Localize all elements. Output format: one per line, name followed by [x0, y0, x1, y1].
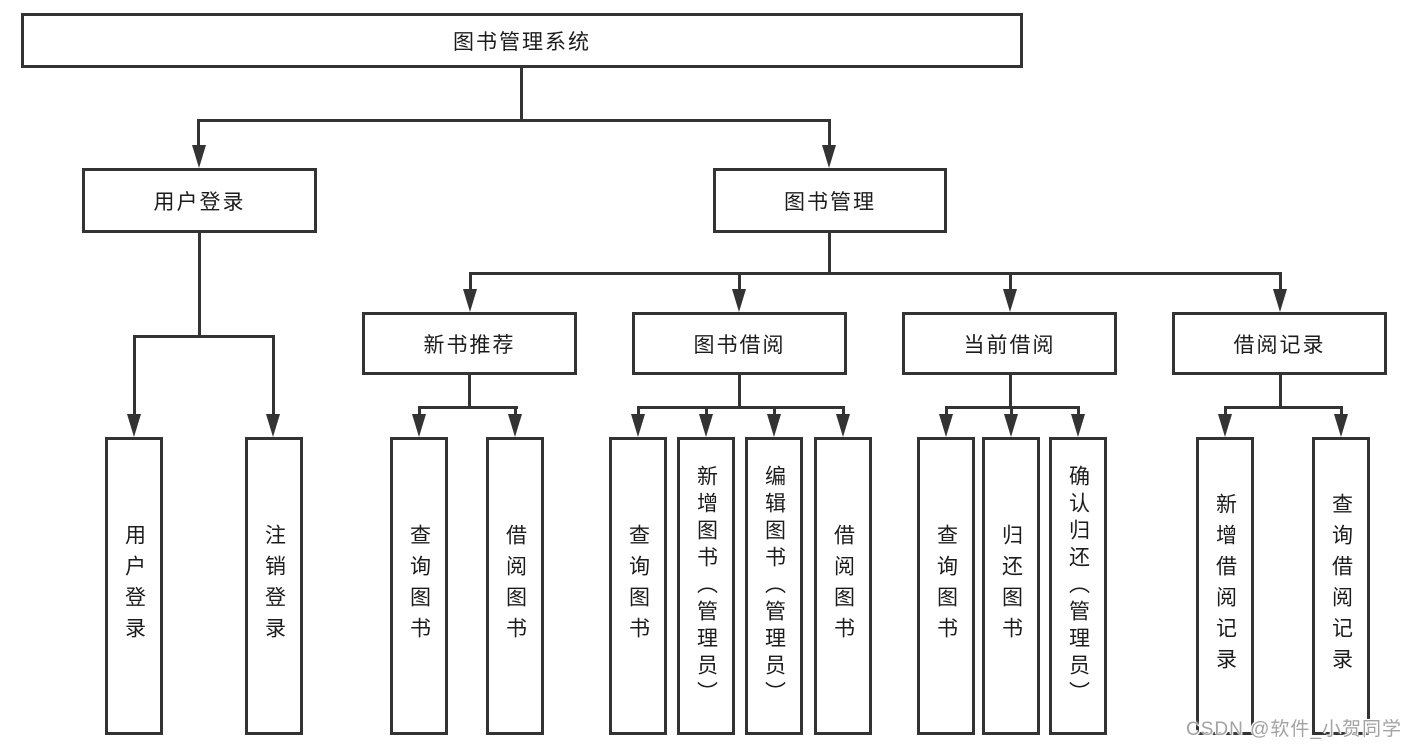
connector-line	[418, 406, 518, 409]
node-book-borrow: 图书借阅	[632, 312, 847, 375]
node-book-management: 图书管理	[713, 168, 947, 233]
connector-line	[1224, 406, 1342, 409]
arrow-down-icon	[412, 414, 426, 437]
node-user-login: 用户登录	[82, 168, 317, 233]
arrow-down-icon	[1273, 289, 1287, 312]
arrow-down-icon	[767, 414, 781, 437]
connector-line	[637, 406, 845, 409]
node-label: 查询图书	[407, 524, 431, 648]
arrow-down-icon	[266, 414, 280, 437]
node-label: 注销登录	[262, 524, 286, 648]
connector-line	[520, 68, 523, 120]
connector-line	[828, 233, 831, 274]
connector-line	[1224, 406, 1227, 416]
leaf-confirm-return-admin: 确认归还（管理员）	[1049, 437, 1107, 735]
node-label: 图书借阅	[693, 333, 786, 357]
connector-line	[418, 406, 421, 416]
leaf-query-books-3: 查询图书	[917, 437, 975, 735]
connector-line	[738, 375, 741, 408]
arrow-down-icon	[192, 145, 206, 168]
leaf-borrow-books-1: 借阅图书	[486, 437, 544, 735]
connector-line	[1010, 406, 1013, 416]
node-label: 用户登录	[122, 524, 146, 648]
leaf-query-books-1: 查询图书	[390, 437, 448, 735]
node-label: 归还图书	[999, 524, 1023, 648]
node-label: 确认归还（管理员）	[1066, 464, 1090, 708]
node-label: 借阅记录	[1233, 333, 1326, 357]
arrow-down-icon	[631, 414, 645, 437]
connector-line	[469, 272, 472, 291]
leaf-add-borrow-record: 新增借阅记录	[1196, 437, 1254, 735]
arrow-down-icon	[1334, 414, 1348, 437]
connector-line	[738, 272, 741, 291]
leaf-add-books-admin: 新增图书（管理员）	[677, 437, 735, 735]
arrow-down-icon	[508, 414, 522, 437]
leaf-logout: 注销登录	[245, 437, 303, 735]
node-label: 新书推荐	[423, 333, 516, 357]
node-label: 编辑图书（管理员）	[762, 464, 786, 708]
connector-line	[133, 335, 275, 338]
arrow-down-icon	[836, 414, 850, 437]
connector-line	[637, 406, 640, 416]
connector-line	[773, 406, 776, 416]
node-label: 查询借阅记录	[1329, 493, 1353, 679]
leaf-borrow-books-2: 借阅图书	[814, 437, 872, 735]
connector-line	[1009, 272, 1012, 291]
connector-line	[133, 335, 136, 416]
node-current-borrow: 当前借阅	[902, 312, 1117, 375]
connector-line	[468, 375, 471, 408]
arrow-down-icon	[1218, 414, 1232, 437]
connector-line	[705, 406, 708, 416]
node-label: 借阅图书	[503, 524, 527, 648]
node-label: 图书管理	[784, 190, 876, 214]
node-label: 查询图书	[934, 524, 958, 648]
connector-line	[828, 119, 831, 146]
arrow-down-icon	[699, 414, 713, 437]
arrow-down-icon	[127, 414, 141, 437]
csdn-watermark: CSDN @软件_小贺同学	[1186, 719, 1402, 740]
leaf-query-borrow-record: 查询借阅记录	[1312, 437, 1370, 735]
connector-line	[945, 406, 948, 416]
leaf-query-books-2: 查询图书	[609, 437, 667, 735]
connector-line	[842, 406, 845, 416]
connector-line	[514, 406, 517, 416]
arrow-down-icon	[1071, 414, 1085, 437]
arrow-down-icon	[732, 289, 746, 312]
arrow-down-icon	[822, 145, 836, 168]
connector-line	[198, 233, 201, 337]
connector-line	[1279, 272, 1282, 291]
arrow-down-icon	[939, 414, 953, 437]
connector-line	[1340, 406, 1343, 416]
node-borrow-records: 借阅记录	[1172, 312, 1387, 375]
arrow-down-icon	[463, 289, 477, 312]
node-label: 新增借阅记录	[1213, 493, 1237, 679]
connector-line	[469, 272, 1282, 275]
leaf-return-books: 归还图书	[982, 437, 1040, 735]
node-label: 用户登录	[153, 190, 246, 214]
node-label: 当前借阅	[963, 333, 1056, 357]
connector-line	[272, 335, 275, 416]
node-label: 图书管理系统	[453, 30, 591, 54]
connector-line	[197, 119, 200, 146]
node-label: 借阅图书	[831, 524, 855, 648]
arrow-down-icon	[1003, 289, 1017, 312]
node-label: 查询图书	[626, 524, 650, 648]
node-label: 新增图书（管理员）	[694, 464, 718, 708]
connector-line	[197, 119, 831, 122]
node-new-book-recommend: 新书推荐	[362, 312, 577, 375]
connector-line	[1279, 375, 1282, 408]
connector-line	[1009, 375, 1012, 408]
arrow-down-icon	[1004, 414, 1018, 437]
node-library-system: 图书管理系统	[21, 13, 1023, 68]
leaf-edit-books-admin: 编辑图书（管理员）	[745, 437, 803, 735]
connector-line	[1077, 406, 1080, 416]
leaf-user-login: 用户登录	[105, 437, 163, 735]
